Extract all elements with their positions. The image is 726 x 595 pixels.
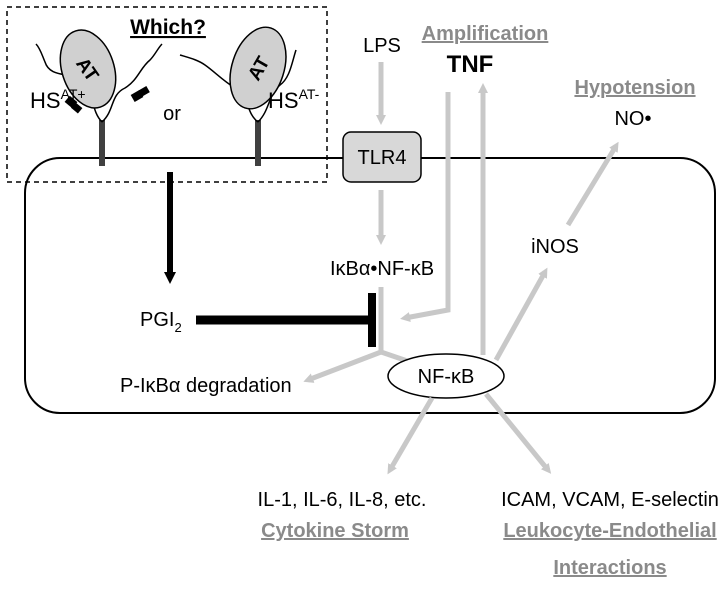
nfkb-label: NF-κB bbox=[418, 366, 475, 388]
pikba-degradation-label: P-IκBα degradation bbox=[120, 375, 292, 397]
nfkb-to-inos-arrow bbox=[493, 267, 548, 362]
tnf-feedback-arrow bbox=[400, 92, 451, 323]
inos-label: iNOS bbox=[531, 236, 579, 258]
hs-plus-label: HSAT+ bbox=[30, 86, 86, 113]
interactions-label: Interactions bbox=[553, 557, 666, 579]
which-dashed-box bbox=[6, 6, 328, 183]
at-left-oval bbox=[59, 29, 117, 109]
no-label: NO• bbox=[614, 108, 651, 130]
which-label: Which? bbox=[130, 16, 206, 39]
nfkb-to-cytokines-arrow bbox=[387, 396, 435, 475]
adhesion-label: ICAM, VCAM, E-selectin bbox=[501, 489, 719, 511]
amplification-label: Amplification bbox=[422, 23, 549, 45]
pgi2-label: PGI2 bbox=[140, 309, 182, 335]
cytokines-label: IL-1, IL-6, IL-8, etc. bbox=[258, 489, 427, 511]
tnf-label: TNF bbox=[447, 51, 494, 78]
nfkb-to-adhesion-arrow bbox=[484, 392, 552, 474]
ikba-nfkb-label: IκBα•NF-κB bbox=[330, 258, 434, 280]
at-right-oval bbox=[229, 26, 287, 110]
leukocyte-endothelial-label: Leukocyte-Endothelial bbox=[503, 520, 716, 542]
inos-to-no-arrow bbox=[565, 141, 619, 227]
hypotension-label: Hypotension bbox=[574, 77, 695, 99]
lps-label: LPS bbox=[363, 35, 401, 57]
or-label: or bbox=[163, 103, 181, 125]
nfkb-oval bbox=[387, 353, 505, 399]
cytokine-storm-label: Cytokine Storm bbox=[261, 520, 409, 542]
hs-minus-label: HSAT- bbox=[268, 86, 320, 113]
ikba-to-degradation-arrow bbox=[303, 349, 382, 383]
tlr4-box bbox=[342, 131, 422, 183]
tlr4-label: TLR4 bbox=[358, 147, 407, 169]
